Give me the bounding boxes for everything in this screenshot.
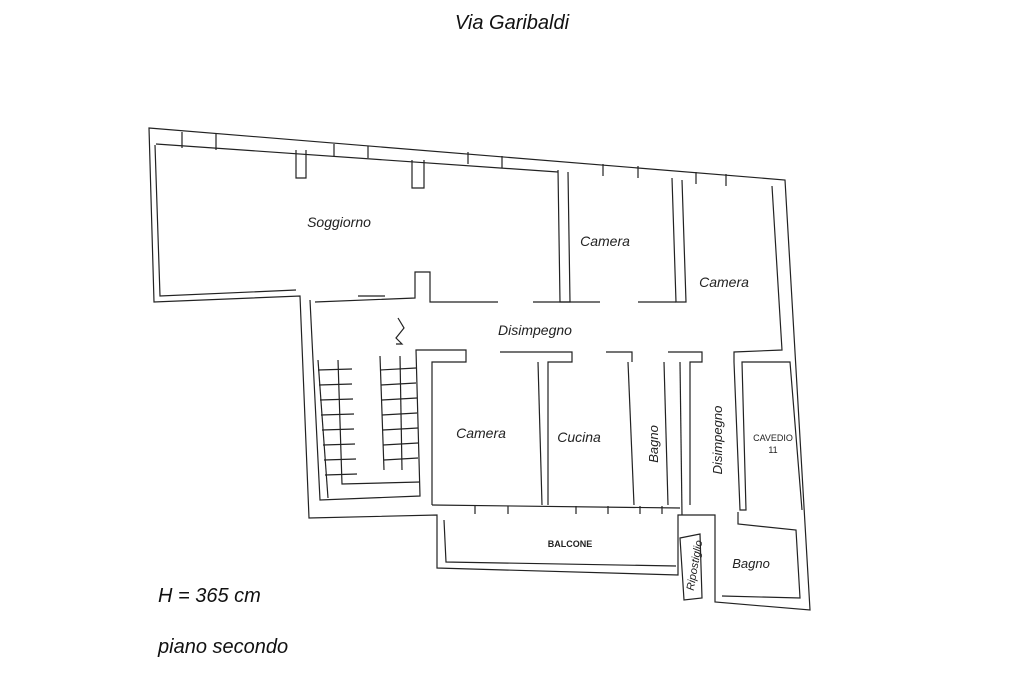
room-label-disimpegno-2: Disimpegno (710, 406, 725, 475)
room-label-bagno-1: Bagno (646, 425, 661, 463)
room-label-camera-3: Camera (456, 425, 506, 441)
floor-note: piano secondo (158, 636, 289, 658)
room-label-cavedio-number: 11 (768, 445, 777, 455)
walls (148, 127, 811, 611)
room-label-soggiorno: Soggiorno (307, 214, 371, 230)
street-name: Via Garibaldi (454, 12, 570, 34)
room-label-balcone: BALCONE (548, 539, 593, 549)
room-label-disimpegno-1: Disimpegno (498, 322, 572, 338)
room-label-cucina: Cucina (557, 429, 601, 445)
room-label-camera-1: Camera (580, 233, 630, 249)
stair-arrow (395, 317, 405, 345)
stair-treads (317, 367, 419, 476)
room-label-cavedio: CAVEDIO (753, 433, 793, 443)
room-label-ripostiglio: Ripostiglio (685, 539, 706, 591)
room-label-bagno-2: Bagno (732, 556, 770, 571)
room-label-camera-2: Camera (699, 274, 749, 290)
height-note: H = 365 cm (158, 585, 261, 607)
